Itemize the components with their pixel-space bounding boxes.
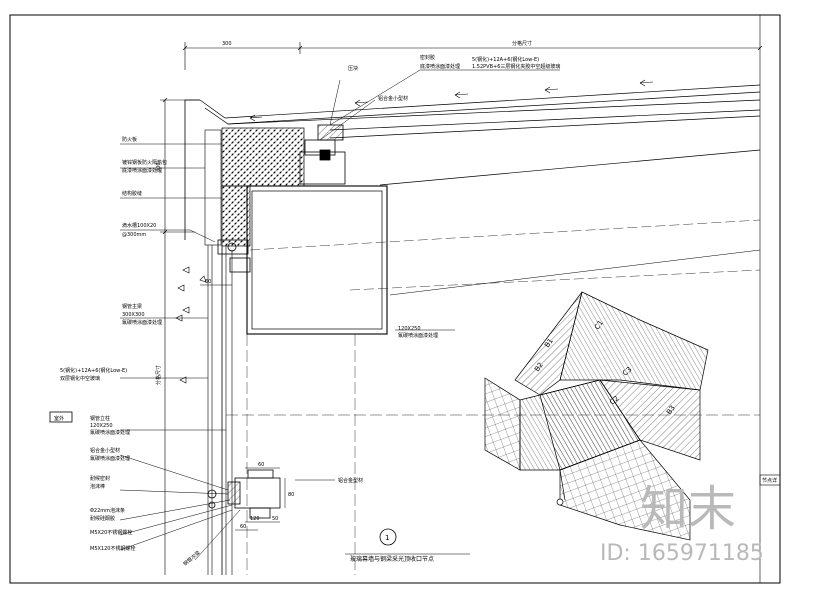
left-dimension bbox=[160, 97, 200, 575]
roof-glass-panel bbox=[199, 84, 761, 296]
main-steel-beam bbox=[246, 185, 388, 335]
bottom-profile bbox=[207, 469, 281, 519]
label-fix-2: 泡沫棒 bbox=[90, 483, 105, 490]
dim-60-c: 60 bbox=[240, 524, 246, 530]
dim-60-a: 60 bbox=[205, 279, 211, 285]
label-press-plate: 压块 bbox=[348, 65, 358, 72]
label-steel-main-3: 氟碳喷涂面漆处理 bbox=[122, 319, 162, 326]
label-alu-right: 铝合金型材 bbox=[338, 477, 363, 484]
label-drip-2: @300mm bbox=[122, 232, 146, 238]
label-fix-1: 耐候密封 bbox=[90, 475, 110, 482]
watermark-brand: 知末 bbox=[640, 481, 736, 537]
label-glass-left-1: 5(钢化)+12A+6(钢化Low-E) bbox=[60, 367, 127, 374]
detail-caption: 玻璃幕墙与钢梁采光顶收口节点 bbox=[350, 555, 434, 563]
label-rod-1: Φ22mm泡沫条 bbox=[90, 507, 125, 514]
leaders-left bbox=[119, 143, 241, 561]
iso-label-b3: B3 bbox=[665, 404, 677, 416]
dim-80: 80 bbox=[288, 492, 294, 498]
curtain-wall-glass bbox=[207, 245, 760, 575]
label-alu-2: 氟碳喷涂面漆处理 bbox=[90, 455, 130, 462]
label-alu-profile-top: 铝合金小型材 bbox=[378, 95, 408, 102]
insulation-outer bbox=[204, 129, 222, 246]
legend-box-label: 室外 bbox=[54, 415, 64, 422]
label-rod-2: 耐候硅酮胶 bbox=[90, 515, 115, 522]
label-glass-top-1: 5(钢化)+12A+6(钢化Low-E) bbox=[472, 56, 539, 63]
label-bolt-2: M5X120不锈钢螺栓 bbox=[90, 545, 135, 552]
legend-box bbox=[49, 411, 73, 423]
label-right-frame: 节点详 bbox=[762, 477, 777, 484]
label-drip-1: 滴水槽100X20 bbox=[122, 222, 156, 229]
label-steel-main-1: 钢管主梁 bbox=[122, 303, 142, 310]
flow-arrows-top bbox=[249, 79, 654, 123]
dim-left-300: 300 bbox=[156, 162, 162, 172]
label-steel-side-1: 钢管次梁 bbox=[182, 549, 202, 567]
insulation-left bbox=[221, 185, 251, 247]
dim-60-b: 60 bbox=[258, 462, 264, 468]
label-insul-2: 底漆喷涂面漆处理 bbox=[122, 167, 162, 174]
label-steel-col-1: 钢管立柱 bbox=[90, 415, 110, 422]
dim-top-grid: 分格尺寸 bbox=[512, 40, 532, 47]
label-alu-1: 铝合金小型材 bbox=[90, 447, 120, 454]
iso-label-b2: B2 bbox=[533, 361, 545, 373]
top-dimension bbox=[182, 42, 763, 70]
label-top-note: 底漆喷涂面漆处理 bbox=[420, 63, 460, 70]
label-insul-1: 镀锌钢板防火隔热包 bbox=[122, 159, 167, 166]
label-steel-main-2: 300X300 bbox=[122, 312, 145, 318]
bottom-dims bbox=[200, 284, 286, 531]
label-glass-left-2: 双层钢化中空玻璃 bbox=[60, 375, 100, 382]
label-bolt-1: M5X20不锈钢螺栓 bbox=[90, 529, 132, 536]
detail-number: 1 bbox=[385, 534, 389, 542]
label-joint: 结构胶缝 bbox=[122, 190, 142, 197]
iso-label-c1: C1 bbox=[593, 319, 605, 331]
leaders-top bbox=[295, 69, 560, 481]
dim-50: 50 bbox=[272, 516, 278, 522]
watermark-id: ID: 165971185 bbox=[600, 541, 764, 566]
iso-label-b1: B1 bbox=[543, 337, 555, 349]
dim-120: 120 bbox=[250, 516, 260, 522]
detail-number-circle bbox=[379, 528, 397, 546]
label-steel-side-3: 氟碳喷涂面漆处理 bbox=[398, 332, 438, 339]
dim-top-300: 300 bbox=[222, 41, 232, 47]
top-profile bbox=[299, 124, 346, 185]
isometric-key-diagram bbox=[484, 291, 709, 541]
label-glass-top-2: 1.52PVB+6三层钢化夹胶中空超级玻璃 bbox=[472, 63, 560, 70]
label-steel-side-2: 120X250 bbox=[398, 326, 421, 332]
dim-left-grid: 分格尺寸 bbox=[155, 365, 162, 385]
left-bracket bbox=[217, 239, 251, 273]
label-board-left: 防火板 bbox=[122, 136, 137, 143]
label-top-note-2: 密封胶 bbox=[420, 54, 435, 61]
roof-outline bbox=[184, 99, 200, 240]
label-steel-col-2: 120X250 bbox=[90, 423, 113, 429]
insulation-top bbox=[221, 127, 305, 187]
drawing-frame bbox=[9, 14, 781, 584]
label-steel-col-3: 氟碳喷涂面漆处理 bbox=[90, 429, 130, 436]
section-markers bbox=[175, 266, 207, 384]
